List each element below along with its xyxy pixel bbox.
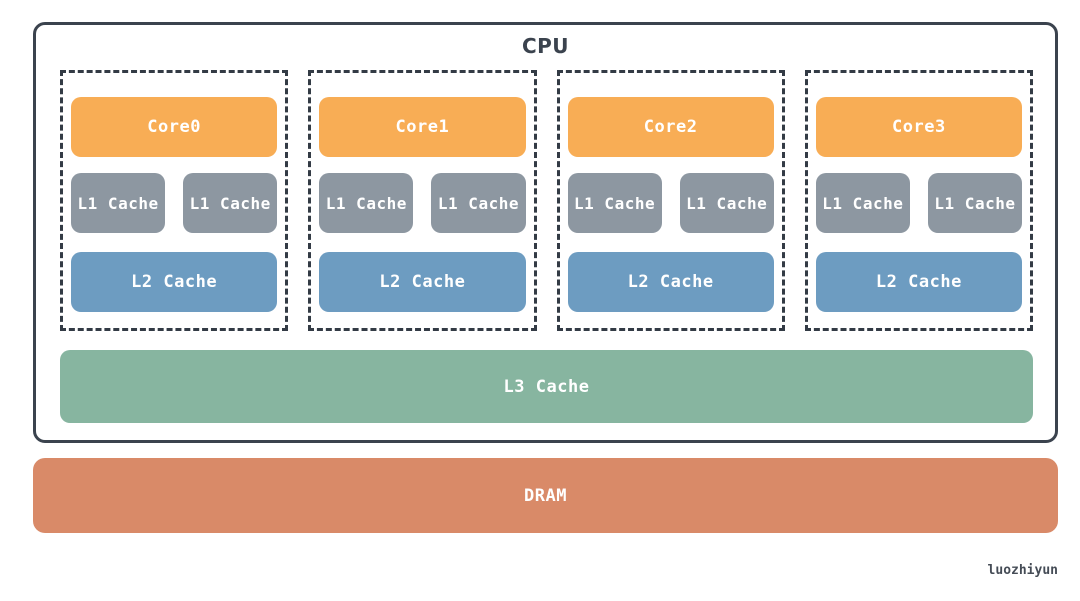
- core2-block: Core2: [567, 97, 774, 157]
- core0-l2-cache: L2 Cache: [71, 252, 278, 312]
- core3-block: Core3: [815, 97, 1022, 157]
- watermark-text: luozhiyun: [987, 563, 1058, 578]
- core-group-1: Core1 L1 Cache L1 Cache L2 Cache: [308, 70, 537, 331]
- core1-l1-cache-left: L1 Cache: [319, 173, 414, 233]
- core2-l1-cache-left: L1 Cache: [567, 173, 662, 233]
- core3-l1-row: L1 Cache L1 Cache: [815, 173, 1022, 233]
- core1-block: Core1: [319, 97, 526, 157]
- core2-l2-cache: L2 Cache: [567, 252, 774, 312]
- core1-l1-cache-right: L1 Cache: [431, 173, 526, 233]
- core-group-2: Core2 L1 Cache L1 Cache L2 Cache: [556, 70, 785, 331]
- core-groups-row: Core0 L1 Cache L1 Cache L2 Cache Core1 L…: [60, 70, 1033, 331]
- core1-l2-cache: L2 Cache: [319, 252, 526, 312]
- core0-block: Core0: [71, 97, 278, 157]
- core2-l1-cache-right: L1 Cache: [679, 173, 774, 233]
- core0-l1-cache-right: L1 Cache: [183, 173, 278, 233]
- dram-block: DRAM: [33, 458, 1058, 533]
- core3-l1-cache-right: L1 Cache: [927, 173, 1022, 233]
- cpu-package-box: CPU Core0 L1 Cache L1 Cache L2 Cache Cor…: [33, 22, 1058, 443]
- core2-l1-row: L1 Cache L1 Cache: [567, 173, 774, 233]
- core0-l1-cache-left: L1 Cache: [71, 173, 166, 233]
- core3-l2-cache: L2 Cache: [815, 252, 1022, 312]
- core0-l1-row: L1 Cache L1 Cache: [71, 173, 278, 233]
- cpu-title: CPU: [521, 34, 570, 58]
- core1-l1-row: L1 Cache L1 Cache: [319, 173, 526, 233]
- l3-cache-block: L3 Cache: [60, 350, 1033, 423]
- core-group-3: Core3 L1 Cache L1 Cache L2 Cache: [804, 70, 1033, 331]
- core-group-0: Core0 L1 Cache L1 Cache L2 Cache: [60, 70, 289, 331]
- core3-l1-cache-left: L1 Cache: [815, 173, 910, 233]
